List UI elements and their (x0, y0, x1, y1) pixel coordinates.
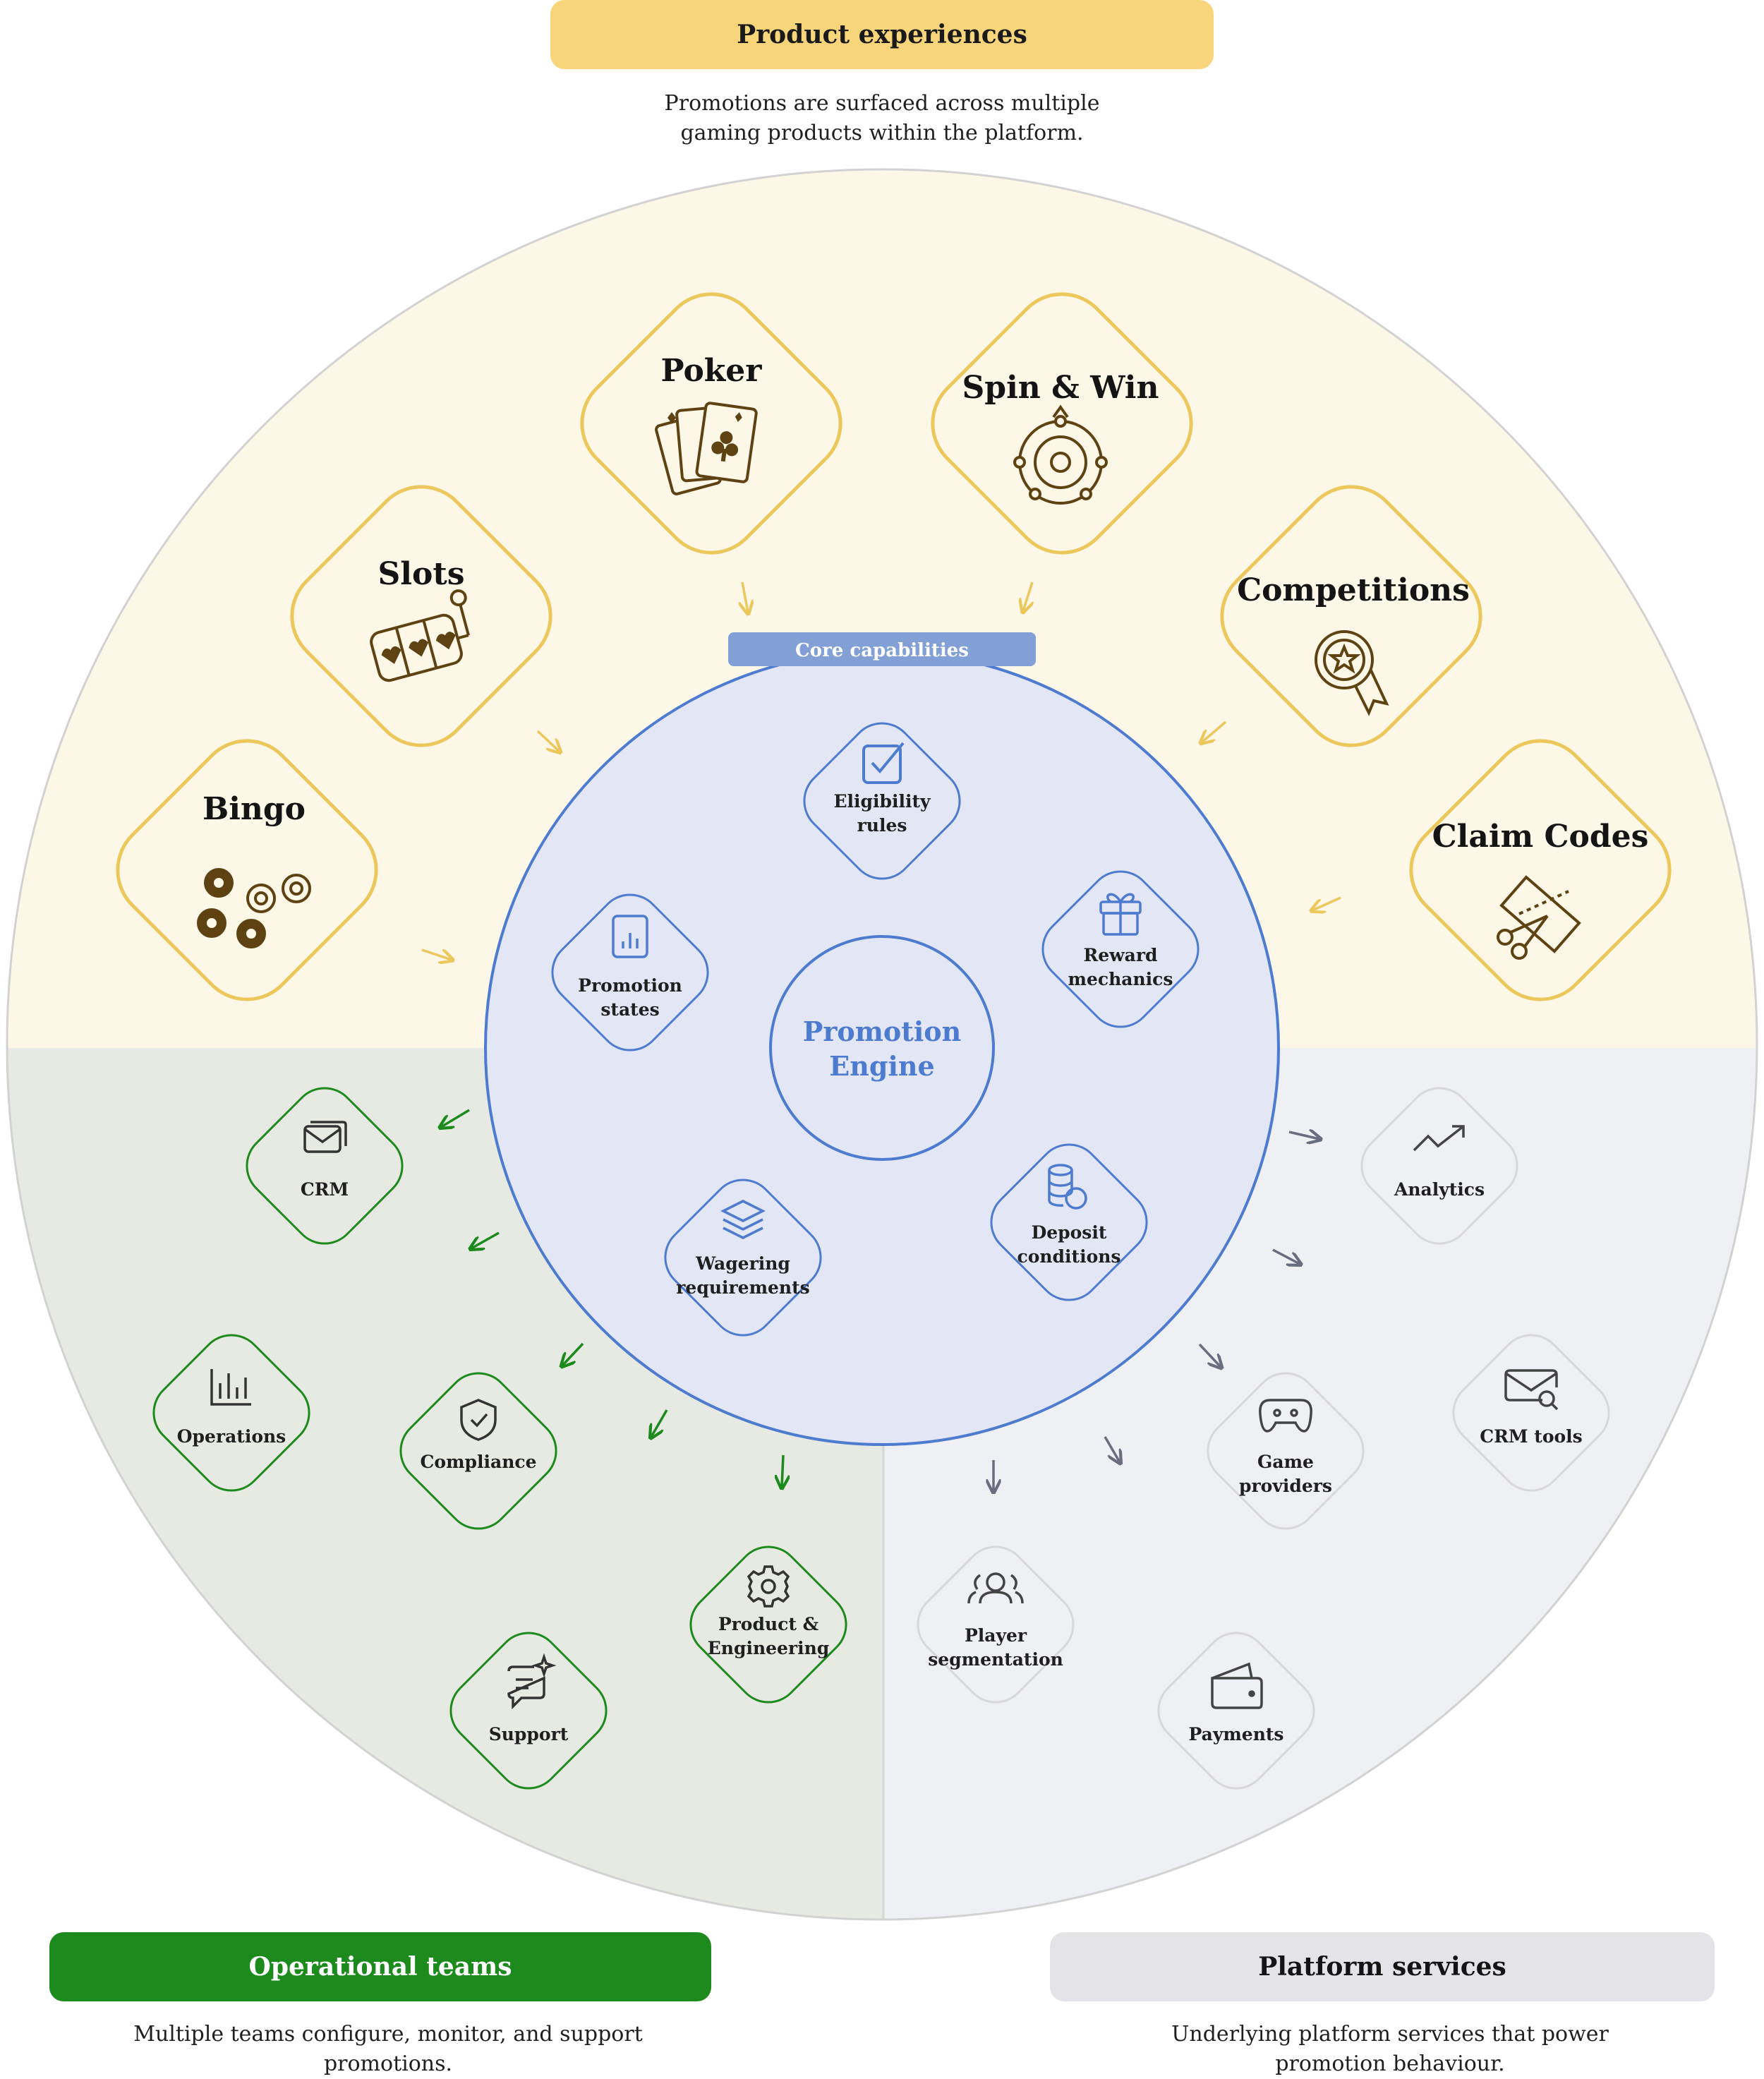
product-experiences-description: Promotions are surfaced across multiple … (664, 91, 1100, 145)
checkbox-icon (862, 742, 905, 784)
core-reward-mechanics-line1: Reward (1083, 945, 1157, 965)
award-medal-icon (1315, 630, 1389, 716)
core-capabilities: Core capabilities Promotion Engine Eligi… (484, 632, 1280, 1446)
service-analytics-line1: Analytics (1394, 1179, 1485, 1200)
mail-stack-icon (303, 1121, 347, 1153)
promotion-engine-hub[interactable]: Promotion Engine (769, 935, 995, 1161)
core-wagering-requirements[interactable]: Wagering requirements (652, 1167, 833, 1348)
bingo-balls-icon (197, 868, 311, 948)
platform-arrows (993, 1132, 1319, 1491)
product-poker[interactable]: Poker (562, 274, 861, 573)
users-icon (967, 1572, 1024, 1604)
mail-search-icon (1504, 1369, 1559, 1411)
gear-icon (747, 1565, 790, 1608)
operational-arrows (441, 1109, 783, 1487)
promotion-engine-line2: Engine (829, 1050, 934, 1082)
core-eligibility-rules-line1: Eligibility (833, 791, 931, 812)
service-analytics[interactable]: Analytics (1348, 1075, 1530, 1256)
team-crm[interactable]: CRM (234, 1075, 415, 1256)
product-bingo[interactable]: Bingo (97, 721, 397, 1020)
coins-database-icon (1048, 1164, 1087, 1210)
team-crm-line1: CRM (301, 1179, 349, 1200)
core-eligibility-rules[interactable]: Eligibility rules (791, 710, 972, 891)
product-slots-label: Slots (378, 556, 465, 592)
chat-sparkle-icon (507, 1653, 557, 1710)
bar-chart-file-icon (612, 915, 648, 958)
product-experiences-banner: Product experiences (550, 0, 1214, 69)
team-support-line1: Support (489, 1724, 569, 1744)
core-deposit-conditions-line1: Deposit (1032, 1222, 1107, 1243)
core-capabilities-tag-label: Core capabilities (795, 640, 969, 661)
platform-services-title: Platform services (1258, 1952, 1506, 1982)
operational-teams-title: Operational teams (248, 1952, 512, 1982)
team-product-engineering-line1: Product & (718, 1614, 819, 1634)
shield-check-icon (460, 1399, 497, 1441)
service-game-providers-line2: providers (1239, 1476, 1332, 1496)
gift-icon (1099, 893, 1142, 936)
product-competitions-label: Competitions (1237, 572, 1470, 608)
gamepad-icon (1259, 1399, 1312, 1433)
product-claim-codes-label: Claim Codes (1432, 819, 1649, 855)
core-eligibility-rules-line2: rules (857, 815, 907, 836)
product-poker-label: Poker (661, 353, 763, 389)
operational-teams-description: Multiple teams configure, monitor, and s… (133, 2022, 643, 2076)
slot-machine-icon (370, 589, 470, 682)
platform-services-description: Underlying platform services that power … (1171, 2022, 1609, 2076)
core-reward-mechanics[interactable]: Reward mechanics (1029, 858, 1211, 1040)
layers-icon (720, 1200, 766, 1239)
team-operations[interactable]: Operations (140, 1322, 322, 1503)
core-wagering-requirements-line1: Wagering (695, 1253, 790, 1274)
service-crm-tools[interactable]: CRM tools (1440, 1322, 1621, 1503)
core-promotion-states[interactable]: Promotion states (539, 881, 720, 1063)
coupon-scissors-icon (1497, 875, 1581, 960)
team-compliance[interactable]: Compliance (387, 1360, 569, 1541)
trend-up-icon (1413, 1125, 1465, 1152)
product-slots[interactable]: Slots (272, 466, 571, 766)
team-compliance-line1: Compliance (420, 1452, 536, 1472)
team-operations-line1: Operations (177, 1426, 286, 1447)
wallet-icon (1211, 1662, 1263, 1709)
team-product-engineering-line2: Engineering (708, 1638, 830, 1658)
team-product-engineering[interactable]: Product & Engineering (677, 1533, 859, 1715)
core-wagering-requirements-line2: requirements (676, 1277, 809, 1298)
core-promotion-states-line2: states (600, 999, 659, 1020)
product-bingo-label: Bingo (203, 791, 306, 827)
playing-cards-icon (655, 402, 758, 495)
service-player-segmentation[interactable]: Player segmentation (905, 1533, 1086, 1715)
platform-services-banner: Platform services (1050, 1932, 1715, 2001)
product-spin-and-win-label: Spin & Win (962, 370, 1159, 406)
service-game-providers[interactable]: Game providers (1195, 1360, 1376, 1541)
service-player-segmentation-line1: Player (965, 1625, 1027, 1646)
product-arrows (421, 581, 1341, 960)
core-reward-mechanics-line2: mechanics (1068, 969, 1173, 989)
service-payments-line1: Payments (1188, 1724, 1283, 1744)
product-experiences-title: Product experiences (737, 20, 1027, 49)
service-payments[interactable]: Payments (1145, 1620, 1327, 1801)
core-deposit-conditions[interactable]: Deposit conditions (978, 1131, 1159, 1313)
prize-wheel-icon (1013, 404, 1108, 505)
product-competitions[interactable]: Competitions (1202, 466, 1501, 766)
core-capabilities-tag (728, 632, 1036, 666)
service-crm-tools-line1: CRM tools (1480, 1426, 1583, 1447)
bar-chart-icon (210, 1369, 251, 1406)
service-player-segmentation-line2: segmentation (928, 1649, 1063, 1670)
promotion-engine-line1: Promotion (803, 1016, 961, 1047)
service-game-providers-line1: Game (1257, 1452, 1314, 1472)
core-deposit-conditions-line2: conditions (1017, 1246, 1120, 1267)
team-support[interactable]: Support (437, 1620, 619, 1801)
product-claim-codes[interactable]: Claim Codes (1391, 721, 1690, 1020)
product-spin-and-win[interactable]: Spin & Win (912, 274, 1212, 573)
operational-teams-banner: Operational teams (49, 1932, 711, 2001)
core-promotion-states-line1: Promotion (578, 975, 682, 996)
